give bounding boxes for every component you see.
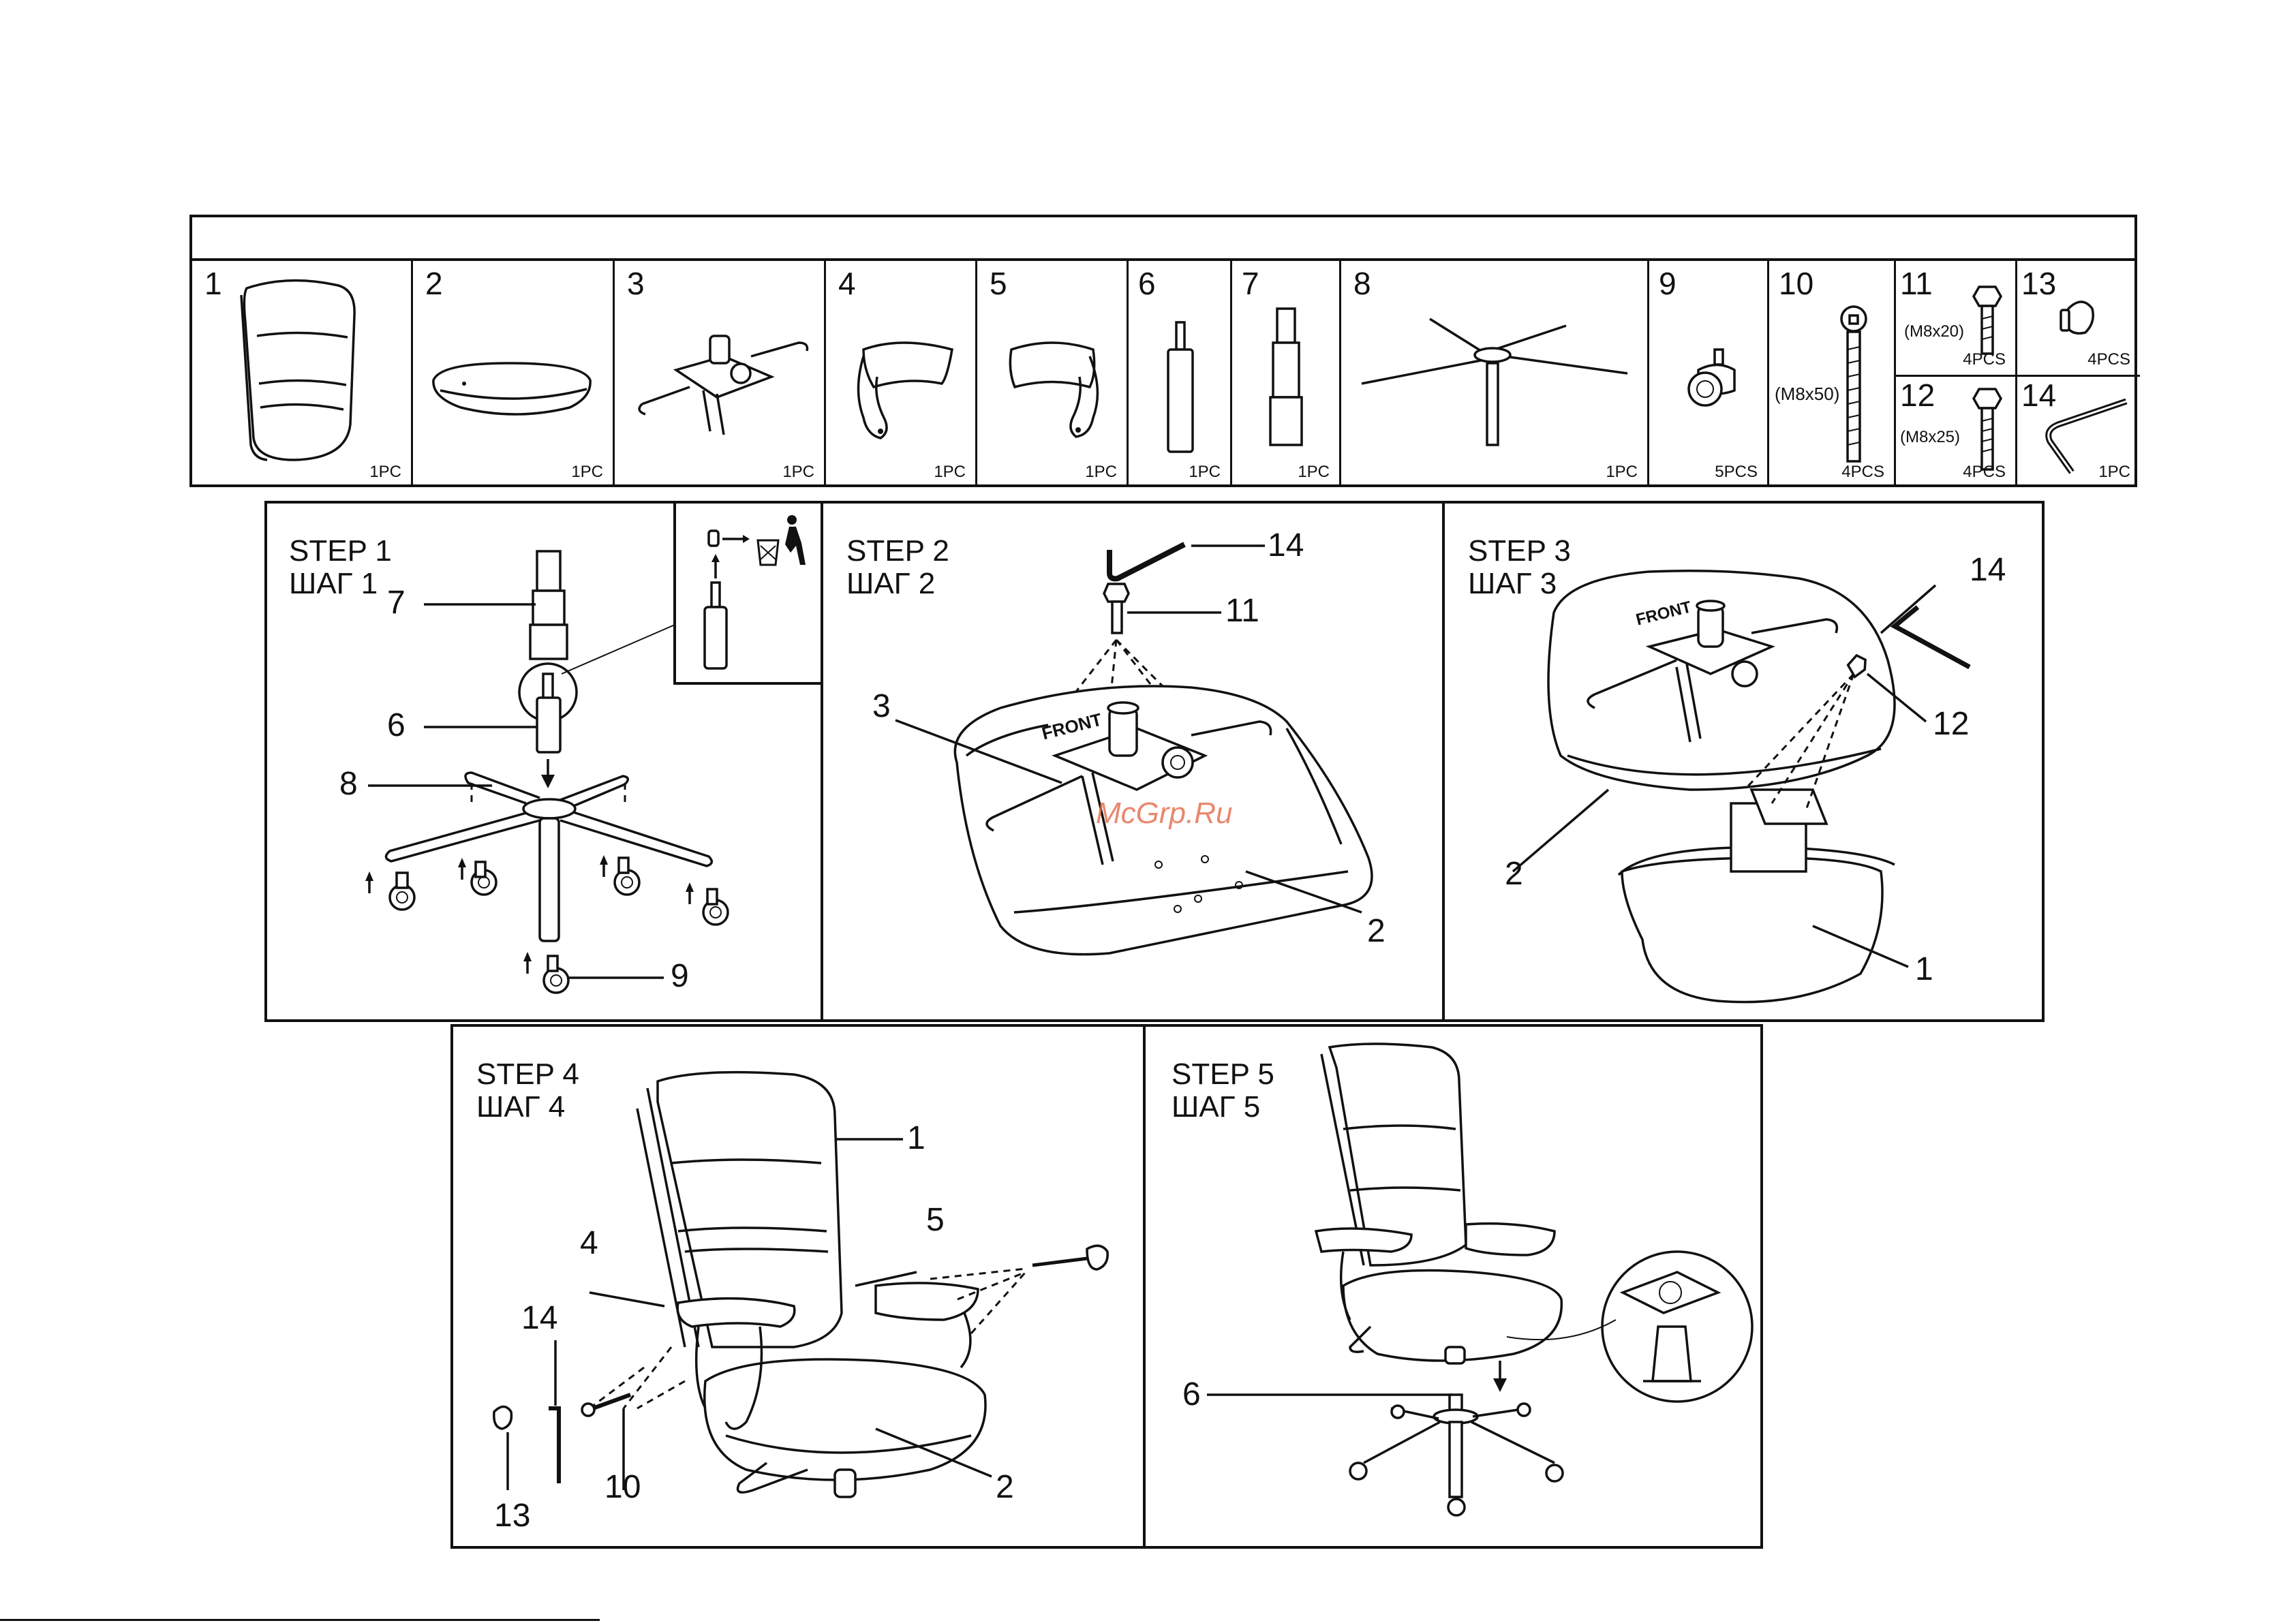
step-4-panel: STEP 4 ШАГ 4 (450, 1024, 1146, 1549)
callout-14: 14 (521, 1299, 557, 1337)
callout-8: 8 (339, 765, 358, 803)
part-qty: 1PC (1085, 463, 1117, 482)
part-cell-12: 12 (M8x25) 4PCS (1896, 377, 2015, 487)
part-qty: 4PCS (1963, 350, 2006, 369)
part-qty: 1PC (369, 463, 401, 482)
part-qty: 1PC (934, 463, 966, 482)
callout-9: 9 (671, 957, 689, 995)
callout-13: 13 (494, 1497, 530, 1534)
callout-4: 4 (580, 1224, 598, 1262)
part-qty: 1PC (571, 463, 603, 482)
part-qty: 1PC (2098, 463, 2130, 482)
footer-rule (0, 1619, 600, 1621)
callout-6: 6 (1182, 1376, 1201, 1413)
caster-icon (1649, 261, 1769, 486)
callout-2: 2 (1505, 855, 1523, 893)
backrest-icon (192, 261, 413, 486)
armrest-left-icon (826, 261, 977, 486)
part-qty: 4PCS (2087, 350, 2130, 369)
callout-1: 1 (907, 1119, 925, 1157)
part-qty: 1PC (1189, 463, 1221, 482)
parts-table-header (192, 217, 2134, 261)
seat-icon (413, 261, 615, 486)
part-cell-2: 2 1PC (413, 261, 615, 487)
step-4-drawing (453, 1027, 1143, 1546)
callout-10: 10 (604, 1468, 641, 1506)
step-2-drawing (823, 504, 1442, 1019)
step-3-drawing (1445, 504, 2042, 1019)
part-qty: 1PC (1298, 463, 1330, 482)
part-qty: 5PCS (1715, 463, 1758, 482)
step-5-panel: STEP 5 ШАГ 5 6 (1143, 1024, 1763, 1549)
callout-14: 14 (1970, 551, 2006, 589)
parts-table: 1 1PC 2 1PC 3 (189, 215, 2137, 487)
callout-11: 11 (1225, 592, 1259, 630)
part-cell-4: 4 1PC (826, 261, 977, 487)
part-cell-11: 11 (M8x20) 4PCS (1896, 261, 2015, 377)
callout-14: 14 (1268, 527, 1304, 564)
star-base-icon (1341, 261, 1649, 486)
parts-row: 1 1PC 2 1PC 3 (192, 261, 2134, 487)
callout-2: 2 (996, 1468, 1014, 1506)
part-qty: 1PC (782, 463, 814, 482)
step-1-panel: STEP 1 ШАГ 1 (264, 501, 823, 1022)
tilt-mechanism-icon (615, 261, 826, 486)
callout-3: 3 (872, 687, 891, 725)
part-cell-14: 14 1PC (2017, 377, 2140, 487)
long-bolt-icon (1769, 261, 1896, 486)
part-cell-5: 5 1PC (977, 261, 1129, 487)
part-cell-9: 9 5PCS (1649, 261, 1769, 487)
part-cell-6: 6 1PC (1129, 261, 1232, 487)
callout-5: 5 (926, 1201, 945, 1239)
part-qty: 1PC (1606, 463, 1638, 482)
part-cell-13: 13 4PCS (2017, 261, 2140, 377)
part-cell-13-14: 13 4PCS 14 1PC (2017, 261, 2140, 487)
part-cell-1: 1 1PC (192, 261, 413, 487)
step-1-drawing (267, 504, 821, 1019)
part-cell-7: 7 1PC (1232, 261, 1341, 487)
callout-2: 2 (1367, 912, 1386, 950)
callout-6: 6 (387, 707, 405, 744)
gas-lift-cover-icon (1232, 261, 1341, 486)
step-2-panel: STEP 2 ШАГ 2 FRONT 14 11 3 2 McGrp.Ru (821, 501, 1445, 1022)
gas-lift-icon (1129, 261, 1232, 486)
part-cell-3: 3 1PC (615, 261, 826, 487)
part-cell-10: 10 (M8x50) 4PCS (1769, 261, 1896, 487)
callout-7: 7 (387, 584, 405, 621)
callout-12: 12 (1933, 705, 1969, 743)
watermark: McGrp.Ru (1096, 797, 1232, 831)
part-cell-8: 8 1PC (1341, 261, 1649, 487)
step-5-drawing (1146, 1027, 1760, 1546)
part-qty: 4PCS (1841, 463, 1884, 482)
step-3-panel: STEP 3 ШАГ 3 FRONT 14 12 2 1 (1442, 501, 2045, 1022)
part-qty: 4PCS (1963, 463, 2006, 482)
part-cell-11-12: 11 (M8x20) 4PCS 12 (M8x25) 4PCS (1896, 261, 2017, 487)
callout-1: 1 (1915, 950, 1933, 988)
armrest-right-icon (977, 261, 1129, 486)
